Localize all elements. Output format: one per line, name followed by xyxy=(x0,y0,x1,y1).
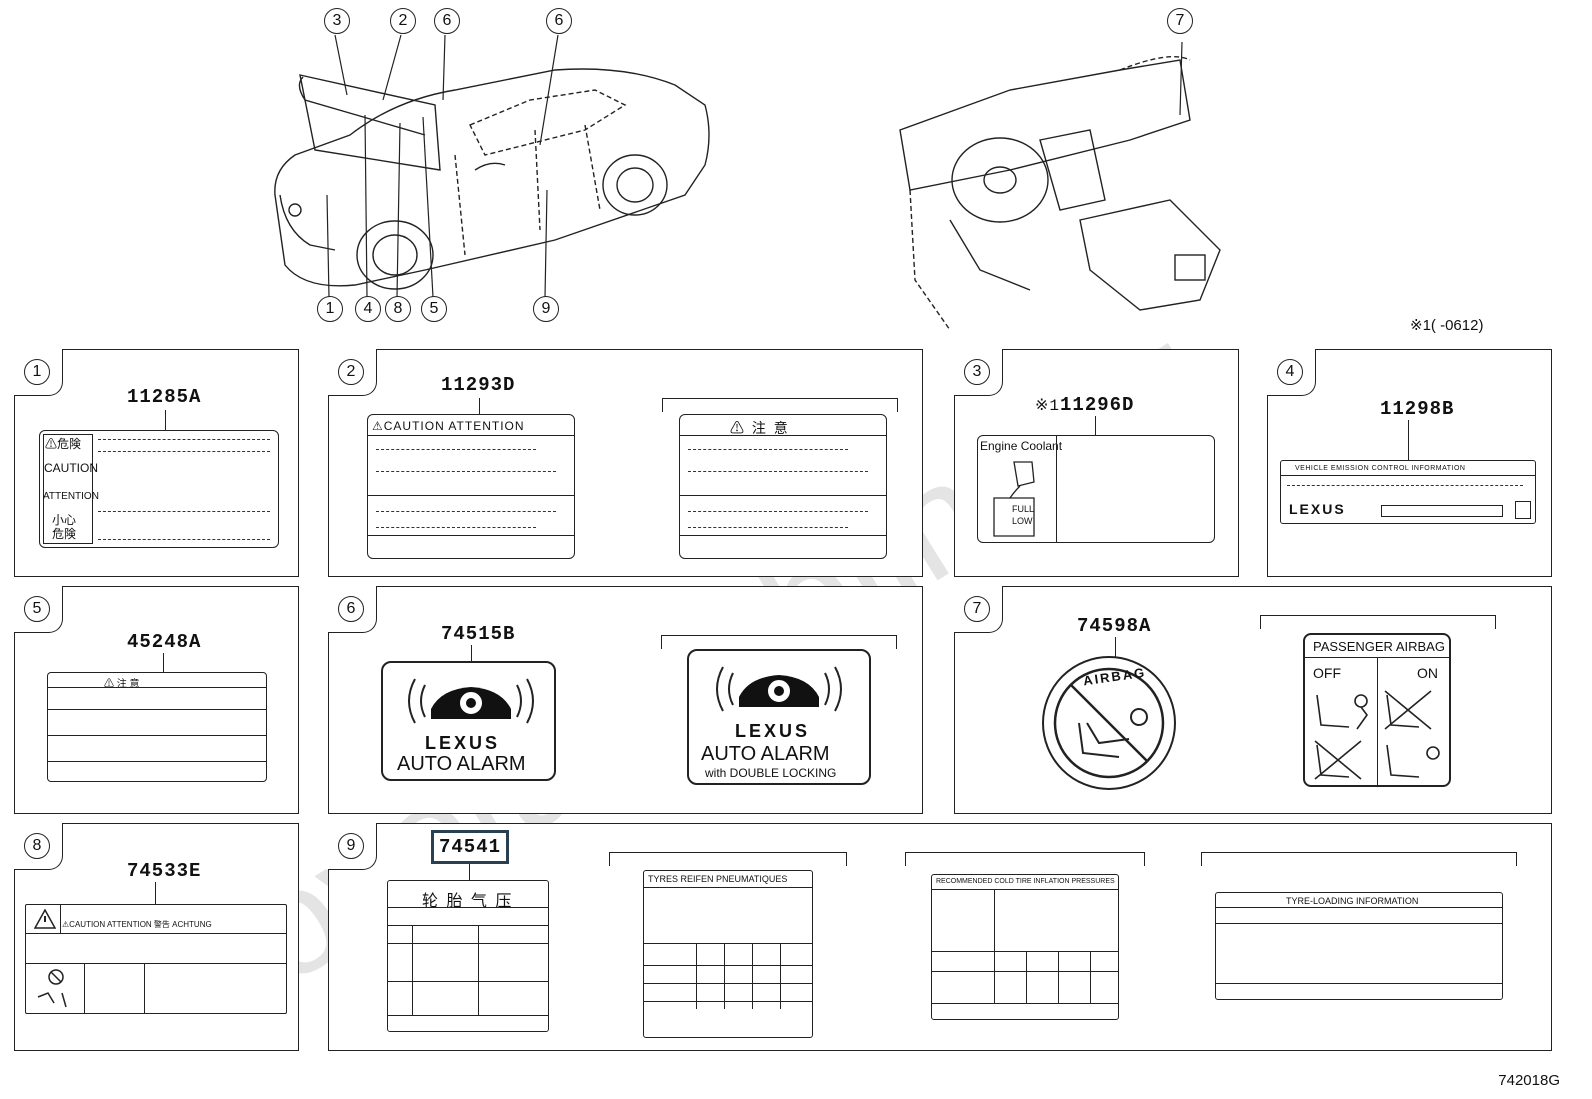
label-11298b: VEHICLE EMISSION CONTROL INFORMATION LEX… xyxy=(1280,460,1536,524)
seat-icons xyxy=(1314,690,1440,780)
part-number: 11298B xyxy=(1380,398,1455,420)
callout-8: 8 xyxy=(385,296,411,322)
panel-4: 4 11298B VEHICLE EMISSION CONTROL INFORM… xyxy=(1267,349,1552,577)
label-11285a: ⚠危険 CAUTION ATTENTION 小心 危険 xyxy=(39,430,279,548)
label-11293d-a: ⚠CAUTION ATTENTION xyxy=(367,414,575,559)
part-number: ※111296D xyxy=(1035,394,1135,416)
callout-6b: 6 xyxy=(546,8,572,34)
callout-5: 5 xyxy=(421,296,447,322)
lexus-logo: LEXUS xyxy=(735,721,811,741)
header: ⚠CAUTION ATTENTION xyxy=(372,419,525,433)
callout-1: 1 xyxy=(317,296,343,322)
panel-8: 8 74533E ⚠CAUTION ATTENTION 警告 ACHTUNG xyxy=(14,823,299,1051)
panel-number: 7 xyxy=(964,596,990,622)
label-11296d: Engine Coolant FULL LOW xyxy=(977,435,1215,543)
label-74515b-a: LEXUS AUTO ALARM xyxy=(381,661,556,781)
header: TYRE-LOADING INFORMATION xyxy=(1286,896,1419,906)
full-text: FULL xyxy=(1012,504,1035,514)
double-locking-text: with DOUBLE LOCKING xyxy=(705,766,837,780)
panel-number: 3 xyxy=(964,359,990,385)
callout-4: 4 xyxy=(355,296,381,322)
part-number: 74533E xyxy=(127,860,202,882)
label-74541-d: TYRE-LOADING INFORMATION xyxy=(1215,892,1503,1000)
panel-number: 8 xyxy=(24,833,50,859)
coolant-bottle-icon xyxy=(993,461,1035,537)
panel-5: 5 45248A ⚠ 注 意 xyxy=(14,586,299,814)
car-interior-illustration xyxy=(899,41,1221,330)
header: ⚠CAUTION ATTENTION 警告 ACHTUNG xyxy=(62,920,212,929)
footnote: ※1( -0612) xyxy=(1410,317,1484,334)
engine-coolant-text: Engine Coolant xyxy=(980,439,1063,453)
row-caution: CAUTION xyxy=(44,461,98,475)
part-number: 74515B xyxy=(441,623,516,645)
car-alarm-icon xyxy=(408,678,534,724)
auto-alarm-text: AUTO ALARM xyxy=(701,743,830,765)
auto-alarm-text: AUTO ALARM xyxy=(397,753,526,775)
panel-number: 6 xyxy=(338,596,364,622)
header: ⚠ 注 意 xyxy=(104,679,140,690)
panel-number: 2 xyxy=(338,359,364,385)
part-number: 45248A xyxy=(127,631,202,653)
part-number: 11293D xyxy=(441,374,516,396)
label-45248a: ⚠ 注 意 xyxy=(47,672,267,782)
row-attention: ATTENTION xyxy=(43,491,99,502)
callout-3: 3 xyxy=(324,8,350,34)
panel-2: 2 11293D ⚠CAUTION ATTENTION ⚠ 注 意 xyxy=(328,349,923,577)
part-number: 11285A xyxy=(127,386,202,408)
on-text: ON xyxy=(1417,665,1438,681)
row-xiaoxin: 小心 危険 xyxy=(52,513,77,541)
header: 轮 胎 气 压 xyxy=(422,893,514,910)
callout-2: 2 xyxy=(390,8,416,34)
label-74541-a: 轮 胎 气 压 xyxy=(387,880,549,1032)
callout-9: 9 xyxy=(533,296,559,322)
header: ⚠ 注 意 xyxy=(730,420,790,436)
header: TYRES REIFEN PNEUMATIQUES xyxy=(648,874,788,884)
label-74515b-b: LEXUS AUTO ALARM with DOUBLE LOCKING xyxy=(687,649,871,785)
no-child-icon xyxy=(37,969,67,1008)
panel-9: 9 74541 轮 胎 气 压 TYRES REIFEN PNEUMATIQUE… xyxy=(328,823,1552,1051)
label-passenger-airbag: PASSENGER AIRBAG OFF ON xyxy=(1303,633,1451,787)
car-alarm-icon xyxy=(716,666,842,712)
diagram-code: 742018G xyxy=(1498,1072,1560,1089)
part-number[interactable]: 74541 xyxy=(439,836,502,858)
airbag-seal xyxy=(1042,656,1176,790)
part-number: 74598A xyxy=(1077,615,1152,637)
callout-6a: 6 xyxy=(434,8,460,34)
panel-1: 1 11285A ⚠危険 CAUTION ATTENTION 小心 危険 xyxy=(14,349,299,577)
panel-number: 1 xyxy=(24,359,50,385)
label-74541-c: RECOMMENDED COLD TIRE INFLATION PRESSURE… xyxy=(931,874,1119,1020)
header: VEHICLE EMISSION CONTROL INFORMATION xyxy=(1295,465,1466,472)
off-text: OFF xyxy=(1313,665,1341,681)
label-74533e: ⚠CAUTION ATTENTION 警告 ACHTUNG xyxy=(25,904,287,1014)
label-11293d-b: ⚠ 注 意 xyxy=(679,414,887,559)
panel-6: 6 74515B LEXUS AUTO ALARM LEXUS AUTO ALA… xyxy=(328,586,923,814)
title: PASSENGER AIRBAG xyxy=(1313,639,1445,654)
lexus-logo: LEXUS xyxy=(1289,501,1346,517)
panel-number: 4 xyxy=(1277,359,1303,385)
panel-7: 7 74598A AIRBAG PASSENGER AIRBAG OFF ON xyxy=(954,586,1552,814)
warning-icon xyxy=(34,909,56,929)
highlight-box xyxy=(431,830,509,864)
panel-number: 5 xyxy=(24,596,50,622)
panel-number: 9 xyxy=(338,833,364,859)
header: RECOMMENDED COLD TIRE INFLATION PRESSURE… xyxy=(936,878,1115,885)
lexus-logo: LEXUS xyxy=(425,733,501,753)
label-74541-b: TYRES REIFEN PNEUMATIQUES xyxy=(643,870,813,1038)
callout-7: 7 xyxy=(1167,8,1193,34)
low-text: LOW xyxy=(1012,516,1033,526)
car-exterior-illustration xyxy=(274,34,710,298)
panel-3: 3 ※111296D Engine Coolant FULL LOW xyxy=(954,349,1239,577)
row-danger: ⚠危険 xyxy=(45,437,82,451)
